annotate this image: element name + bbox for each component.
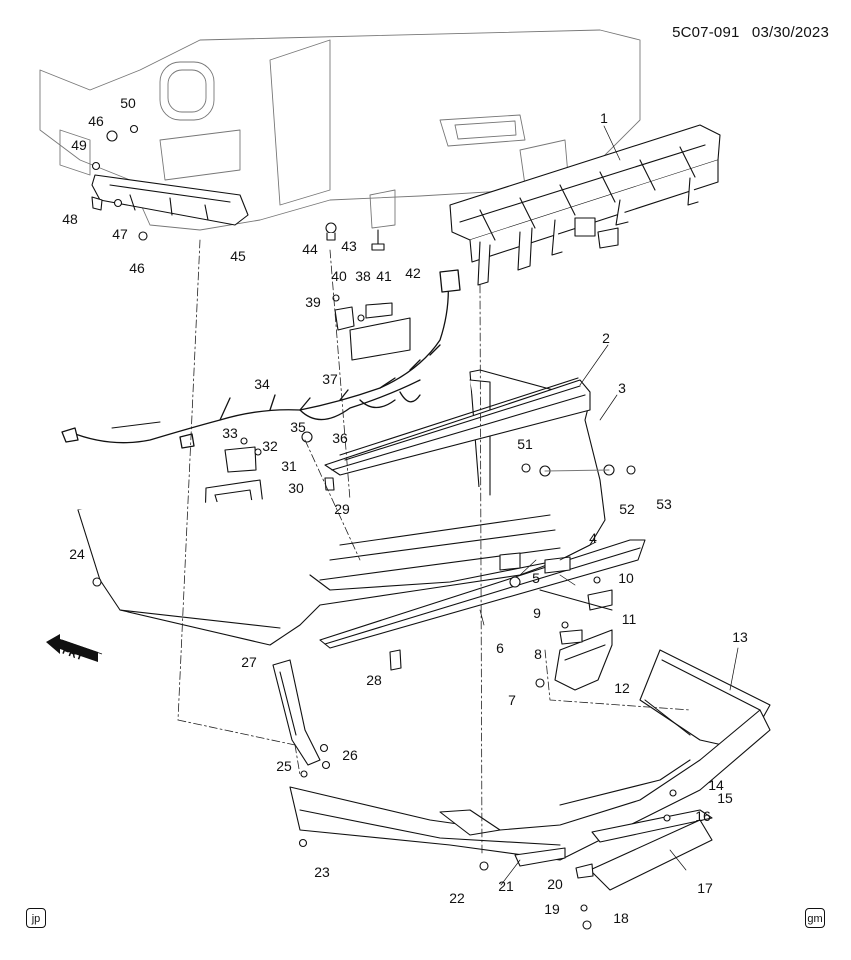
callout-45: 45 [230, 248, 246, 264]
callout-10: 10 [618, 570, 634, 586]
callout-8: 8 [534, 646, 542, 662]
left-bracket [91, 124, 249, 241]
callout-46b: 46 [129, 260, 145, 276]
callout-51: 51 [517, 436, 533, 452]
diagram-date: 03/30/2023 [751, 24, 829, 41]
diagram-id: 5C07-091 [672, 24, 740, 41]
callout-38: 38 [355, 268, 371, 284]
lower-bumper [289, 709, 771, 930]
callout-31: 31 [281, 458, 297, 474]
gm-logo-icon: gm [805, 908, 825, 928]
callout-21: 21 [498, 878, 514, 894]
front-direction-arrow-icon [46, 634, 103, 662]
callout-leaders [479, 125, 739, 886]
callout-18: 18 [613, 910, 629, 926]
callout-33: 33 [222, 425, 238, 441]
callout-26: 26 [342, 747, 358, 763]
jp-logo-icon: jp [26, 908, 46, 928]
callout-3: 3 [618, 380, 626, 396]
callout-1: 1 [600, 110, 608, 126]
callout-22: 22 [449, 890, 465, 906]
small-fasteners [324, 463, 636, 491]
bolt-fasteners [325, 222, 385, 251]
callout-16: 16 [695, 808, 711, 824]
callout-4: 4 [589, 530, 597, 546]
callout-6: 6 [496, 640, 504, 656]
vehicle-body [39, 29, 641, 231]
lower-molding [319, 539, 646, 649]
sensor-brackets [332, 294, 411, 361]
callout-32: 32 [262, 438, 278, 454]
callout-35: 35 [290, 419, 306, 435]
callout-49: 49 [71, 137, 87, 153]
diagram-header: 5C07-091 03/30/2023 [664, 24, 829, 41]
callout-12: 12 [614, 680, 630, 696]
callout-37: 37 [322, 371, 338, 387]
callout-9: 9 [533, 605, 541, 621]
wiring-harness [61, 269, 461, 449]
right-hardware [535, 576, 613, 691]
callout-39: 39 [305, 294, 321, 310]
leader-lines [177, 239, 691, 856]
callout-7: 7 [508, 692, 516, 708]
callout-42: 42 [405, 265, 421, 281]
impact-bar [449, 124, 721, 286]
callout-19: 19 [544, 901, 560, 917]
callout-36: 36 [332, 430, 348, 446]
callout-11: 11 [621, 611, 637, 627]
callout-24: 24 [69, 546, 85, 562]
callout-14: 14 [708, 777, 724, 793]
callout-53: 53 [656, 496, 672, 512]
callout-48: 48 [62, 211, 78, 227]
callout-5: 5 [532, 570, 540, 586]
clip-28 [389, 649, 402, 671]
callout-2: 2 [602, 330, 610, 346]
callout-29: 29 [334, 501, 350, 517]
callout-34: 34 [254, 376, 270, 392]
callout-50: 50 [120, 95, 136, 111]
callout-15: 15 [717, 790, 733, 806]
callout-23: 23 [314, 864, 330, 880]
upper-trim [324, 377, 591, 476]
callout-52: 52 [619, 501, 635, 517]
callout-44: 44 [302, 241, 318, 257]
callout-40: 40 [331, 268, 347, 284]
callout-20: 20 [547, 876, 563, 892]
left-lower-bracket [272, 659, 331, 778]
callout-43: 43 [341, 238, 357, 254]
callout-46a: 46 [88, 113, 104, 129]
callout-13: 13 [732, 629, 748, 645]
callout-17: 17 [697, 880, 713, 896]
callout-41: 41 [376, 268, 392, 284]
callout-28: 28 [366, 672, 382, 688]
callout-30: 30 [288, 480, 304, 496]
callout-25: 25 [276, 758, 292, 774]
callout-27: 27 [241, 654, 257, 670]
callout-47: 47 [112, 226, 128, 242]
